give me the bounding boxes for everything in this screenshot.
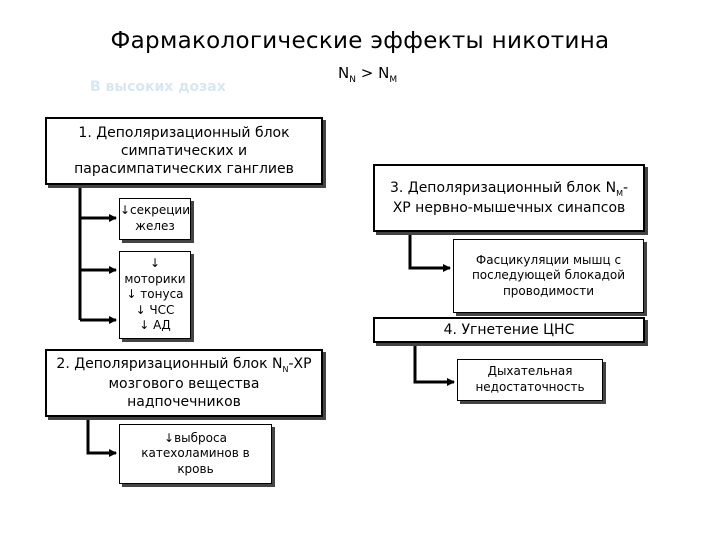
box-nm-n: N — [605, 179, 617, 196]
box-fasciculation-text: Фасцикуляции мышц с последующей блокадой… — [471, 252, 626, 298]
box-respiratory-failure: Дыхательная недостаточность — [457, 359, 603, 401]
heart-rate-text: ↓ ЧСС — [135, 302, 175, 317]
box-ganglia-block-text: 1. Деполяризационный блок симпатических … — [74, 124, 294, 178]
motility-text: моторики — [124, 271, 186, 286]
box-adrenal-n: N — [272, 355, 283, 372]
page-title: Фармакологические эффекты никотина — [110, 28, 610, 54]
formula-n2: N — [378, 64, 390, 82]
box-secretion: ↓секреции желез — [119, 198, 191, 240]
receptor-formula: NN > NM — [338, 64, 397, 85]
box-secretion-text: ↓секреции желез — [119, 203, 191, 233]
box-cns-depression: 4. Угнетение ЦНС — [373, 317, 645, 343]
connector-2 — [86, 418, 117, 457]
box-catecholamines: ↓выброса катехоламинов в кровь — [119, 424, 272, 484]
box-neuromuscular-block: 3. Деполяризационный блок NM-ХР нервно-м… — [373, 164, 645, 232]
subtitle: В высоких дозах — [90, 79, 226, 95]
blood-pressure-text: ↓ АД — [139, 318, 171, 333]
box-adrenal-sub: N — [282, 364, 289, 374]
formula-operator: > — [355, 64, 379, 82]
connector-4 — [413, 343, 455, 386]
formula-sub2: M — [389, 75, 398, 85]
box-nm-post: -ХР нервно-мышечных синапсов — [392, 179, 629, 216]
box-fasciculation: Фасцикуляции мышц с последующей блокадой… — [453, 239, 644, 313]
box-motility-tone: ↓ моторики ↓ тонуса ↓ ЧСС ↓ АД — [119, 251, 191, 339]
box-adrenal-pre: 2. Деполяризационный блок — [56, 355, 273, 372]
box-adrenal-block: 2. Деполяризационный блок NN-ХР мозговог… — [45, 349, 323, 417]
box-ganglia-block: 1. Деполяризационный блок симпатических … — [45, 117, 323, 185]
box-neuromuscular-block-text: 3. Деполяризационный блок NM-ХР нервно-м… — [381, 179, 637, 217]
formula-n1: N — [338, 64, 350, 82]
motility-arrow: ↓ — [149, 256, 161, 271]
box-respiratory-failure-text: Дыхательная недостаточность — [475, 364, 585, 394]
box-nm-pre: 3. Деполяризационный блок — [389, 179, 606, 196]
box-adrenal-post: -ХР мозгового вещества надпочечников — [108, 355, 312, 411]
box-catecholamines-text: ↓выброса катехоламинов в кровь — [141, 430, 250, 476]
box-adrenal-block-text: 2. Деполяризационный блок NN-ХР мозговог… — [53, 355, 315, 412]
box-nm-sub: M — [616, 188, 623, 198]
tone-text: ↓ тонуса — [126, 287, 184, 302]
box-cns-depression-text: 4. Угнетение ЦНС — [443, 321, 575, 338]
connector-3 — [408, 232, 451, 272]
formula-sub1: N — [349, 75, 356, 85]
